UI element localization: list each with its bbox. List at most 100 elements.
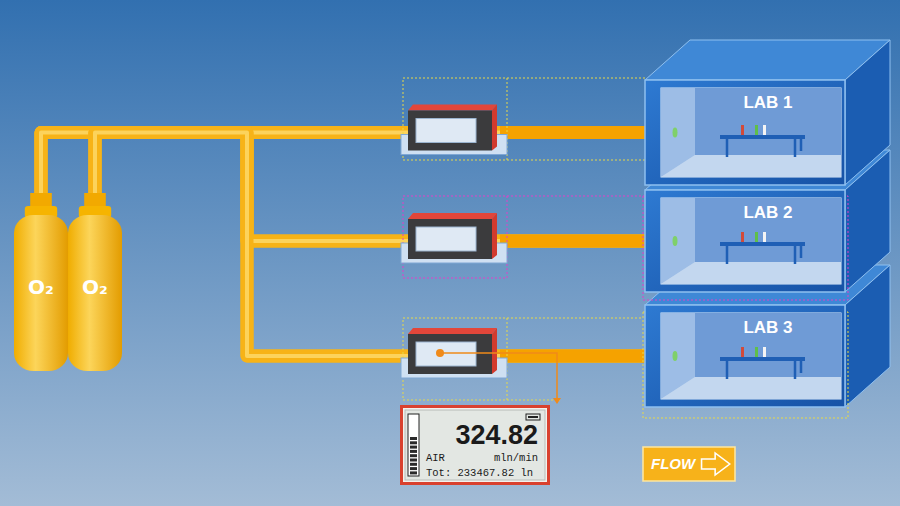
lab-room-shape-part [763, 347, 766, 357]
flow-badge-shape-part [702, 453, 730, 475]
selection-outline-part [403, 196, 507, 278]
flow-meter-part [408, 328, 497, 334]
lab-room-shape-part [794, 139, 797, 157]
gas-name: AIR [426, 453, 445, 464]
meter-display-shape-part [402, 407, 549, 484]
outlet-pipe-part [500, 235, 646, 248]
gas-pipe [41, 133, 645, 194]
lab-room-shape-part [695, 198, 841, 262]
flow-badge: FLOW [643, 447, 735, 481]
meter-display-shape-part [410, 463, 417, 466]
pipe-highlight [41, 133, 645, 242]
flow-meter-part [408, 111, 492, 151]
lab-name: LAB 2 [695, 203, 841, 223]
lab-room-shape-part [800, 361, 803, 373]
lab-room-shape-part [763, 125, 766, 135]
lab-room-shape-part [726, 361, 729, 379]
selection-outline-part [507, 318, 643, 319]
outlet-pipe [500, 126, 646, 363]
gas-pipe [41, 133, 645, 357]
meter-display-shape-part [410, 446, 417, 449]
flow-label: FLOW [651, 455, 735, 473]
gas-pipe [41, 133, 645, 194]
gas-pipe [41, 133, 645, 357]
lab-room-shape-part [726, 246, 729, 264]
flow-meter-part [492, 213, 497, 259]
lab-room-shape-part [794, 361, 797, 379]
gas-label: O₂ [14, 277, 68, 297]
flow-meter-part [416, 342, 476, 366]
lab-room-shape-part [661, 155, 841, 177]
gas-pipe [95, 133, 645, 194]
selection-outline-part [643, 196, 848, 300]
lab-room-shape-part [661, 198, 841, 284]
gas-pipe [95, 133, 645, 194]
flow-reading: 324.82 [455, 422, 538, 449]
lab-room-shape-part [755, 347, 758, 357]
flow-meter-part [408, 334, 492, 374]
selection-outline-part [507, 78, 645, 79]
leader-line-part [440, 353, 557, 399]
lab-room-shape-part [726, 139, 729, 157]
lab-name: LAB 3 [695, 318, 841, 338]
meter-display-shape-part [408, 414, 419, 476]
flow-meter-part [492, 105, 497, 151]
lab-room-shape-part [800, 246, 803, 258]
meter-display-shape-part [526, 414, 540, 420]
gas-pipe [41, 133, 645, 242]
outlet-pipe-part [500, 126, 646, 139]
flow-meter-part [408, 219, 492, 259]
lab-housing [645, 40, 890, 407]
meter-display-shape-part [410, 441, 417, 444]
unit-label: mln/min [494, 453, 538, 464]
pipe-highlight [95, 133, 645, 242]
pipe-highlight [95, 133, 645, 194]
lab-room-shape-part [800, 139, 803, 151]
meter-display-shape-part [410, 450, 417, 453]
lab-room-shape-part [645, 190, 845, 292]
meter-display-shape-part [410, 467, 417, 470]
lab-room-shape-part [661, 377, 841, 399]
flow-meter [401, 213, 507, 263]
selection-outline-part [507, 400, 560, 401]
lab-room-shape-part [741, 232, 744, 242]
lab-room-shape-part [695, 313, 841, 377]
gas-label: O₂ [68, 277, 122, 297]
meter-display-shape-part [410, 459, 417, 462]
lab-room-shape-part [720, 357, 805, 361]
lab-room-shape-part [720, 242, 805, 246]
total-reading: Tot: 233467.82 ln [426, 468, 533, 479]
lab-housing-part [845, 40, 890, 185]
lab-room-shape-part [673, 351, 678, 361]
lab-room: LAB 3 [645, 305, 845, 407]
leader-line [436, 349, 561, 404]
lab-room-shape-part [661, 88, 841, 177]
gas-cylinder-shape-part [14, 215, 68, 371]
lab-room-shape-part [794, 246, 797, 264]
lab-room-shape-part [673, 236, 678, 246]
lab-room-shape-part [720, 135, 805, 139]
lab-room-shape-part [661, 313, 841, 399]
meter-display-shape-part [528, 416, 538, 418]
lab-name: LAB 1 [695, 93, 841, 113]
lab-room-shape-part [755, 125, 758, 135]
outlet-pipe-part [500, 350, 646, 363]
pipe-highlight [41, 133, 645, 194]
lab-room-shape-part [645, 80, 845, 185]
flow-meter-part [408, 105, 497, 111]
leader-line-part [553, 398, 561, 404]
gas-pipe [95, 133, 645, 242]
gas-cylinder-shape-part [68, 215, 122, 371]
lab-room-shape-part [741, 125, 744, 135]
pipe-highlight [41, 133, 645, 357]
lab-room-shape-part [645, 305, 845, 407]
lab-room-shape-part [741, 347, 744, 357]
selection-outline-part [507, 196, 643, 197]
flow-meter-part [416, 119, 476, 143]
lab-room: LAB 1 [645, 80, 845, 185]
flow-meter-part [492, 328, 497, 374]
lab-room-shape-part [661, 262, 841, 284]
